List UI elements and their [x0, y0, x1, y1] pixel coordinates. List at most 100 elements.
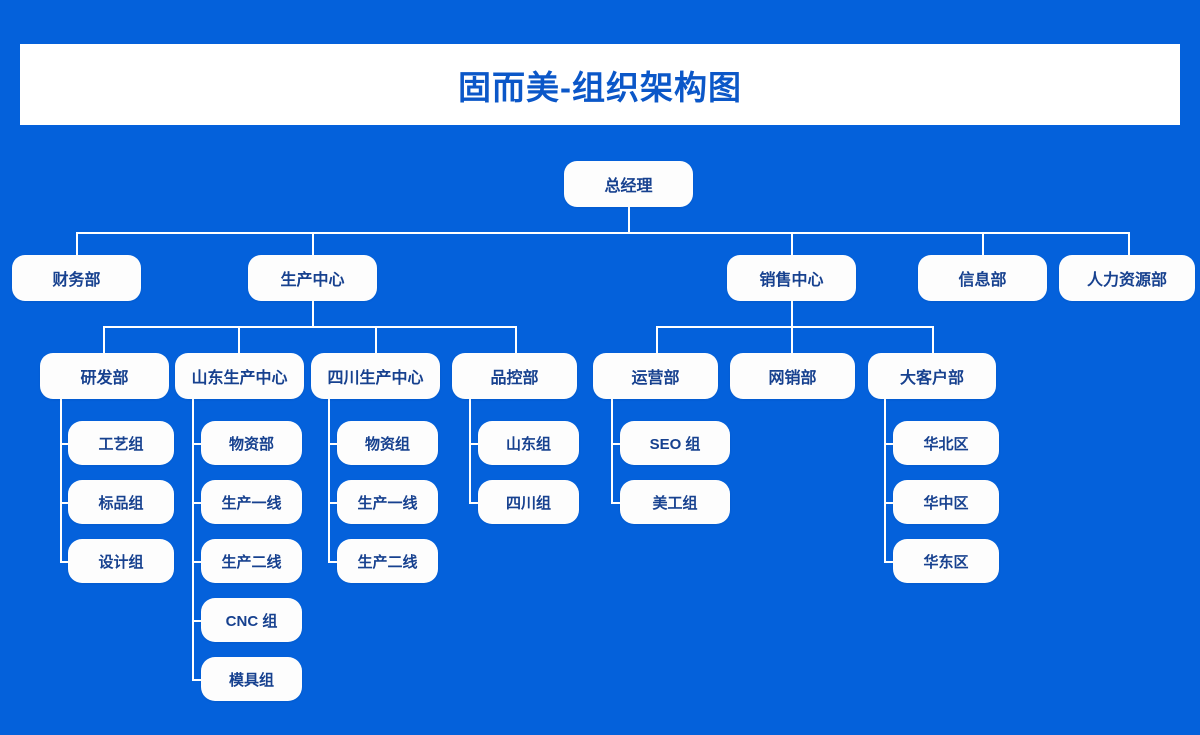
org-node-ops-child-1[interactable]: SEO 组	[620, 421, 730, 465]
org-node-sc-child-2[interactable]: 生产一线	[337, 480, 438, 524]
org-node-shandong-production-center[interactable]: 山东生产中心	[175, 353, 304, 399]
org-node-label: 物资组	[364, 435, 410, 453]
org-node-qc-child-2[interactable]: 四川组	[478, 480, 579, 524]
connector-to-ops	[656, 326, 658, 353]
connector-ops-spine	[611, 399, 613, 503]
org-node-label: 销售中心	[759, 272, 824, 289]
org-node-ka-child-3[interactable]: 华东区	[893, 539, 999, 583]
org-node-quality-control[interactable]: 品控部	[452, 353, 577, 399]
org-node-label: 美工组	[652, 494, 698, 512]
connector-ka-stub-3	[884, 561, 893, 563]
org-node-label: 山东生产中心	[191, 370, 288, 387]
org-node-label: 生产二线	[221, 553, 282, 571]
connector-sd-stub-5	[192, 679, 201, 681]
connector-to-online	[791, 326, 793, 353]
org-node-rnd-child-2[interactable]: 标品组	[68, 480, 174, 524]
org-node-rnd-child-1[interactable]: 工艺组	[68, 421, 174, 465]
connector-rnd-stub-2	[60, 502, 68, 504]
connector-sd-spine	[192, 399, 194, 680]
org-node-sd-child-1[interactable]: 物资部	[201, 421, 302, 465]
connector-qc-stub-1	[469, 443, 478, 445]
org-node-label: 财务部	[52, 272, 101, 289]
connector-qc-stub-2	[469, 502, 478, 504]
org-node-label: 模具组	[228, 671, 274, 689]
connector-ka-spine	[884, 399, 886, 562]
connector-qc-spine	[469, 399, 471, 503]
org-node-key-accounts[interactable]: 大客户部	[868, 353, 996, 399]
connector-to-qc	[515, 326, 517, 353]
connector-gm-down	[628, 206, 630, 233]
connector-sc-stub-2	[328, 502, 337, 504]
org-node-qc-child-1[interactable]: 山东组	[478, 421, 579, 465]
connector-to-production	[312, 232, 314, 256]
org-node-ka-child-2[interactable]: 华中区	[893, 480, 999, 524]
org-node-sd-child-5[interactable]: 模具组	[201, 657, 302, 701]
org-node-sd-child-3[interactable]: 生产二线	[201, 539, 302, 583]
connector-sc-spine	[328, 399, 330, 562]
org-node-label: 华中区	[923, 494, 969, 512]
connector-sd-stub-2	[192, 502, 201, 504]
org-node-label: 大客户部	[899, 370, 964, 387]
connector-rnd-stub-3	[60, 561, 68, 563]
org-node-label: 信息部	[958, 272, 1007, 289]
connector-to-keyaccount	[932, 326, 934, 353]
connector-to-sc-prod	[375, 326, 377, 353]
connector-to-sales	[791, 232, 793, 256]
connector-ops-stub-1	[611, 443, 620, 445]
org-node-label: 总经理	[604, 178, 653, 195]
org-node-ops-child-2[interactable]: 美工组	[620, 480, 730, 524]
org-node-label: 标品组	[98, 494, 144, 512]
org-node-label: 生产中心	[280, 272, 345, 289]
connector-sd-stub-3	[192, 561, 201, 563]
org-node-label: 网销部	[768, 370, 817, 387]
connector-sales-bus	[656, 326, 933, 328]
connector-rnd-spine	[60, 399, 62, 562]
org-node-label: 物资部	[228, 435, 274, 453]
org-node-sd-child-4[interactable]: CNC 组	[201, 598, 302, 642]
connector-sd-stub-4	[192, 620, 201, 622]
org-node-operations[interactable]: 运营部	[593, 353, 718, 399]
org-node-label: SEO 组	[649, 435, 701, 453]
org-node-sc-child-1[interactable]: 物资组	[337, 421, 438, 465]
org-node-finance[interactable]: 财务部	[12, 255, 141, 301]
org-node-ka-child-1[interactable]: 华北区	[893, 421, 999, 465]
org-node-label: 生产二线	[357, 553, 418, 571]
org-node-production-center[interactable]: 生产中心	[248, 255, 377, 301]
connector-to-sd-prod	[238, 326, 240, 353]
connector-to-rnd	[103, 326, 105, 353]
connector-sc-stub-1	[328, 443, 337, 445]
org-node-label: 品控部	[490, 370, 539, 387]
org-node-label: 运营部	[631, 370, 680, 387]
org-node-label: 四川生产中心	[327, 370, 424, 387]
connector-rnd-stub-1	[60, 443, 68, 445]
connector-ops-stub-2	[611, 502, 620, 504]
org-node-label: 设计组	[98, 553, 144, 571]
connector-production-bus	[103, 326, 516, 328]
connector-sd-stub-1	[192, 443, 201, 445]
connector-to-it	[982, 232, 984, 256]
org-node-label: 生产一线	[357, 494, 418, 512]
connector-to-hr	[1128, 232, 1130, 256]
connector-sales-down	[791, 301, 793, 327]
org-node-rnd[interactable]: 研发部	[40, 353, 169, 399]
org-node-sichuan-production-center[interactable]: 四川生产中心	[311, 353, 440, 399]
org-node-label: 工艺组	[98, 435, 144, 453]
org-node-label: CNC 组	[225, 612, 278, 630]
org-node-label: 研发部	[80, 370, 129, 387]
org-node-general-manager[interactable]: 总经理	[564, 161, 693, 207]
title-banner: 固而美-组织架构图	[20, 44, 1180, 125]
org-node-sales-center[interactable]: 销售中心	[727, 255, 856, 301]
org-node-it[interactable]: 信息部	[918, 255, 1047, 301]
org-node-rnd-child-3[interactable]: 设计组	[68, 539, 174, 583]
org-node-sd-child-2[interactable]: 生产一线	[201, 480, 302, 524]
org-node-label: 山东组	[505, 435, 551, 453]
org-node-sc-child-3[interactable]: 生产二线	[337, 539, 438, 583]
connector-level1-bus	[76, 232, 1129, 234]
org-node-label: 人力资源部	[1086, 272, 1167, 289]
connector-ka-stub-2	[884, 502, 893, 504]
org-node-hr[interactable]: 人力资源部	[1059, 255, 1195, 301]
org-node-label: 四川组	[505, 494, 551, 512]
connector-ka-stub-1	[884, 443, 893, 445]
org-node-online-sales[interactable]: 网销部	[730, 353, 855, 399]
connector-sc-stub-3	[328, 561, 337, 563]
